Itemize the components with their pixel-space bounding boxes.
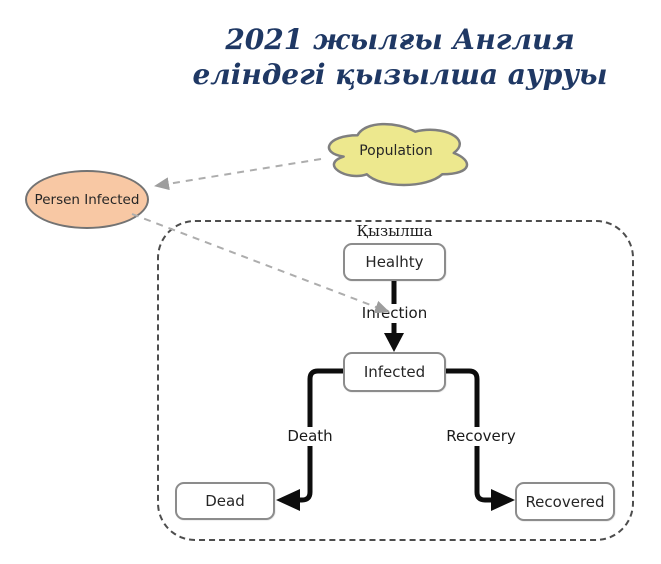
population-cloud [316, 114, 476, 192]
node-dead-label: Dead [205, 492, 245, 510]
cloud-shape-icon [327, 122, 469, 187]
death-edge-label: Death [274, 427, 346, 446]
person-infected-ellipse: Persen Infected [25, 170, 149, 229]
node-recovered-label: Recovered [525, 492, 605, 511]
node-infected: Infected [343, 352, 446, 392]
recovery-edge-label: Recovery [433, 427, 529, 446]
infection-edge-label: Infection [346, 304, 443, 323]
node-healthy: Healhty [343, 243, 446, 281]
node-healthy-label: Healhty [365, 253, 424, 271]
group-label: Қызылша [356, 222, 433, 240]
node-recovered: Recovered [515, 482, 615, 521]
title-line-1: 2021 жылғы Англия [225, 23, 575, 56]
diagram-title: 2021 жылғы Англия еліндегі қызылша ауруы [120, 22, 661, 92]
population-label: Population [359, 143, 433, 159]
flow-group-border [157, 220, 634, 541]
person-infected-label: Persen Infected [34, 191, 140, 208]
title-line-2: еліндегі қызылша ауруы [192, 58, 608, 91]
node-infected-label: Infected [363, 363, 426, 381]
population-to-person-dashed-arrow [154, 158, 322, 191]
node-dead: Dead [175, 482, 275, 520]
